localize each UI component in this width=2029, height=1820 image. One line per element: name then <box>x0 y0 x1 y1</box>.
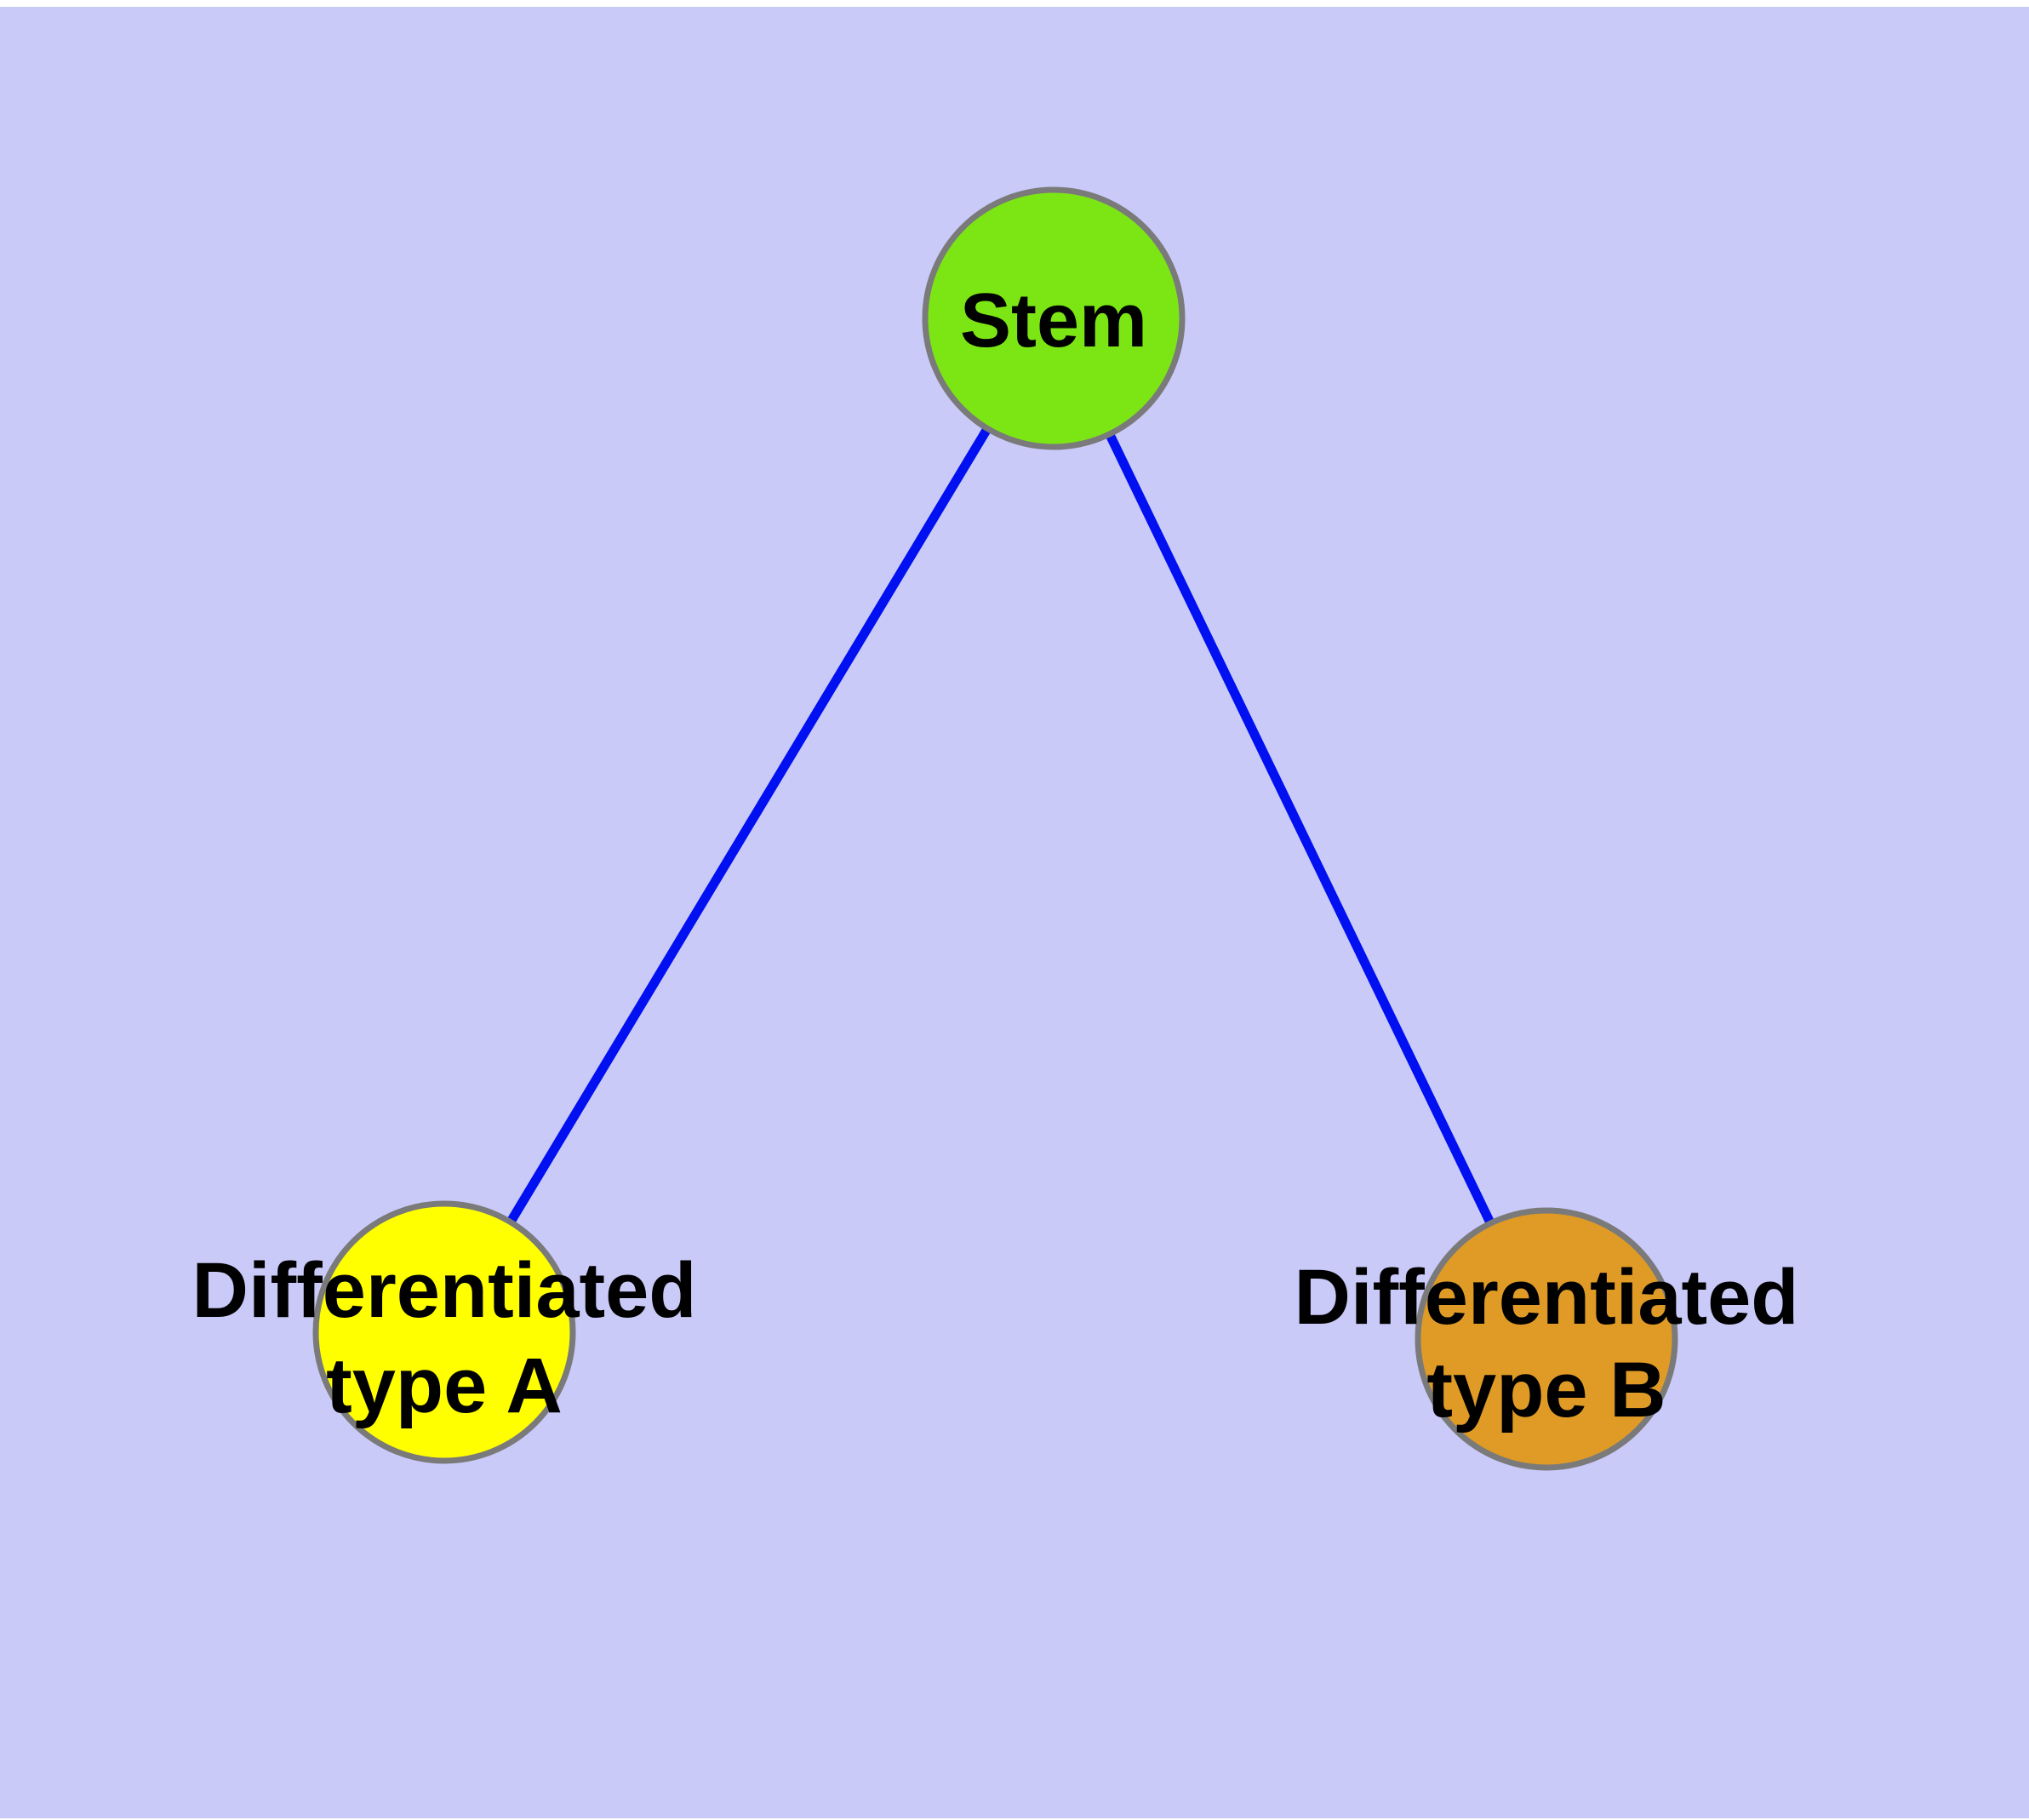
node-differentiated-type-b-circle <box>1415 1207 1678 1471</box>
node-differentiated-type-a-label-line1: Differentiated <box>192 1247 697 1334</box>
node-stem-circle <box>922 186 1186 450</box>
node-differentiated-type-a-circle <box>312 1200 576 1464</box>
edge-stem-to-type-b <box>1049 316 1551 1342</box>
edge-stem-to-type-a <box>440 316 1058 1335</box>
node-differentiated-type-b-label-line1: Differentiated <box>1295 1254 1799 1341</box>
node-differentiated-type-a-label-line2: type A <box>326 1342 563 1429</box>
node-stem-label: Stem <box>960 278 1147 363</box>
node-differentiated-type-b-label-line2: type B <box>1426 1347 1666 1434</box>
